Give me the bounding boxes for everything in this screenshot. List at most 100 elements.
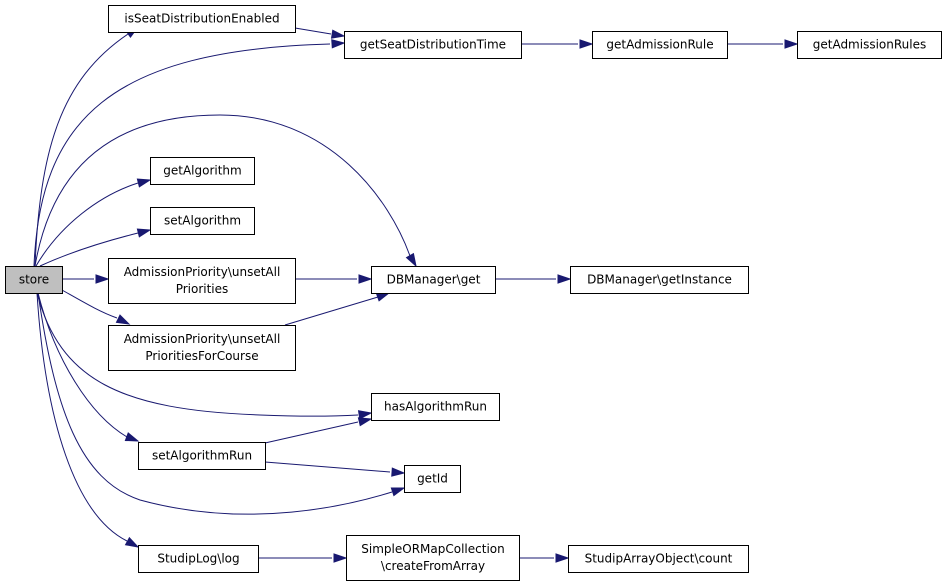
edge-line [36, 292, 359, 417]
arrowhead [331, 39, 346, 49]
arrowhead [115, 314, 131, 325]
edge-store-to-getAlgorithm [35, 178, 152, 267]
edge-unsetAllPriorities-to-dbGet [295, 274, 373, 284]
edge-store-to-unsetAllPriorities [62, 274, 110, 284]
arrowhead [95, 274, 110, 284]
edge-store-to-getId [37, 292, 406, 515]
edge-line [264, 421, 359, 444]
node-label: AdmissionPriority\unsetAll [124, 265, 281, 279]
node-unsetAllPrioritiesForCourse[interactable]: AdmissionPriority\unsetAllPrioritiesForC… [108, 325, 296, 371]
node-label: setAlgorithm [164, 214, 241, 228]
node-box[interactable] [5, 266, 63, 294]
node-label: DBManager\getInstance [587, 273, 732, 287]
arrowhead [357, 417, 373, 427]
node-box[interactable] [344, 31, 522, 59]
edge-line [37, 292, 393, 515]
node-box[interactable] [570, 266, 749, 294]
edge-store-to-unsetAllPrioritiesForCourse [61, 289, 131, 325]
node-setAlgorithmRun[interactable]: setAlgorithmRun [138, 442, 266, 470]
node-getAdmissionRule[interactable]: getAdmissionRule [592, 31, 728, 59]
node-label: getAdmissionRule [606, 38, 713, 52]
node-box[interactable] [568, 545, 749, 573]
node-setAlgorithm[interactable]: setAlgorithm [150, 207, 255, 235]
node-label: SimpleORMapCollection [361, 542, 504, 556]
edge-unsetAllPrioritiesForCourse-to-dbGet [284, 292, 391, 326]
node-getAdmissionRules[interactable]: getAdmissionRules [797, 31, 942, 59]
node-label: store [19, 273, 49, 287]
arrowhead [357, 410, 373, 420]
node-box[interactable] [138, 442, 266, 470]
node-label: getSeatDistributionTime [360, 38, 506, 52]
node-label: PrioritiesForCourse [145, 349, 258, 363]
node-label: StudipLog\log [157, 552, 239, 566]
node-box[interactable] [150, 207, 255, 235]
node-label: AdmissionPriority\unsetAll [124, 332, 281, 346]
arrowhead [579, 39, 594, 49]
node-box[interactable] [371, 393, 500, 421]
edge-isSeatDistributionEnabled-to-getSeatDistributionTime [294, 27, 346, 39]
arrowhead [784, 39, 799, 49]
node-box[interactable] [108, 258, 296, 304]
node-getId[interactable]: getId [404, 465, 461, 493]
arrowhead [405, 252, 417, 268]
node-getAlgorithm[interactable]: getAlgorithm [150, 157, 255, 185]
node-box[interactable] [150, 157, 255, 185]
node-store[interactable]: store [5, 266, 63, 294]
node-box[interactable] [108, 325, 296, 371]
arrowhead [330, 29, 346, 39]
edge-store-to-setAlgorithm [39, 228, 152, 267]
node-box[interactable] [592, 31, 728, 59]
node-dbGetInstance[interactable]: DBManager\getInstance [570, 266, 749, 294]
node-hasAlgorithmRun[interactable]: hasAlgorithmRun [371, 393, 500, 421]
node-createFromArray[interactable]: SimpleORMapCollection \createFromArray [346, 535, 520, 581]
node-box[interactable] [346, 535, 520, 581]
edge-store-to-hasAlgorithmRun [36, 292, 373, 420]
nodes-layer: store isSeatDistributionEnabled getSeatDis… [5, 5, 942, 581]
node-isSeatDistributionEnabled[interactable]: isSeatDistributionEnabled [108, 5, 296, 33]
node-label: \createFromArray [381, 559, 485, 573]
edge-line [264, 461, 391, 473]
node-getSeatDistributionTime[interactable]: getSeatDistributionTime [344, 31, 522, 59]
edge-line [33, 43, 331, 267]
node-dbGet[interactable]: DBManager\get [371, 266, 496, 294]
node-box[interactable] [108, 5, 296, 33]
node-label: StudipArrayObject\count [585, 552, 733, 566]
edge-store-to-isSeatDistributionEnabled [34, 26, 140, 267]
arrowhead [391, 467, 406, 477]
edge-line [36, 292, 128, 542]
node-label: isSeatDistributionEnabled [124, 12, 279, 26]
edge-setAlgorithmRun-to-hasAlgorithmRun [264, 417, 373, 444]
node-box[interactable] [404, 465, 461, 493]
node-box[interactable] [371, 266, 496, 294]
edge-line [39, 232, 139, 267]
edge-store-to-dbGet [34, 114, 417, 268]
edge-setAlgorithmRun-to-getId [264, 461, 406, 477]
edge-getSeatDistributionTime-to-getAdmissionRule [521, 39, 594, 49]
node-arrayCount[interactable]: StudipArrayObject\count [568, 545, 749, 573]
edge-store-to-studipLog [36, 292, 140, 548]
edge-line [294, 27, 332, 35]
node-box[interactable] [138, 545, 259, 573]
edge-line [35, 182, 139, 267]
node-label: Priorities [176, 282, 229, 296]
node-box[interactable] [797, 31, 942, 59]
edge-line [61, 289, 118, 319]
node-label: getAdmissionRules [813, 38, 927, 52]
edge-createFromArray-to-arrayCount [519, 553, 570, 563]
arrowhead [136, 228, 152, 238]
edge-line [34, 33, 129, 267]
arrowhead [136, 178, 152, 188]
node-label: DBManager\get [387, 273, 481, 287]
arrowhead [390, 487, 406, 497]
arrowhead [124, 536, 140, 548]
edge-getAdmissionRule-to-getAdmissionRules [727, 39, 799, 49]
arrowhead [557, 274, 572, 284]
node-label: hasAlgorithmRun [384, 400, 487, 414]
node-label: getId [417, 472, 448, 486]
arrowhead [555, 553, 570, 563]
node-studipLog[interactable]: StudipLog\log [138, 545, 259, 573]
node-label: setAlgorithmRun [152, 449, 252, 463]
edge-line [284, 296, 379, 326]
